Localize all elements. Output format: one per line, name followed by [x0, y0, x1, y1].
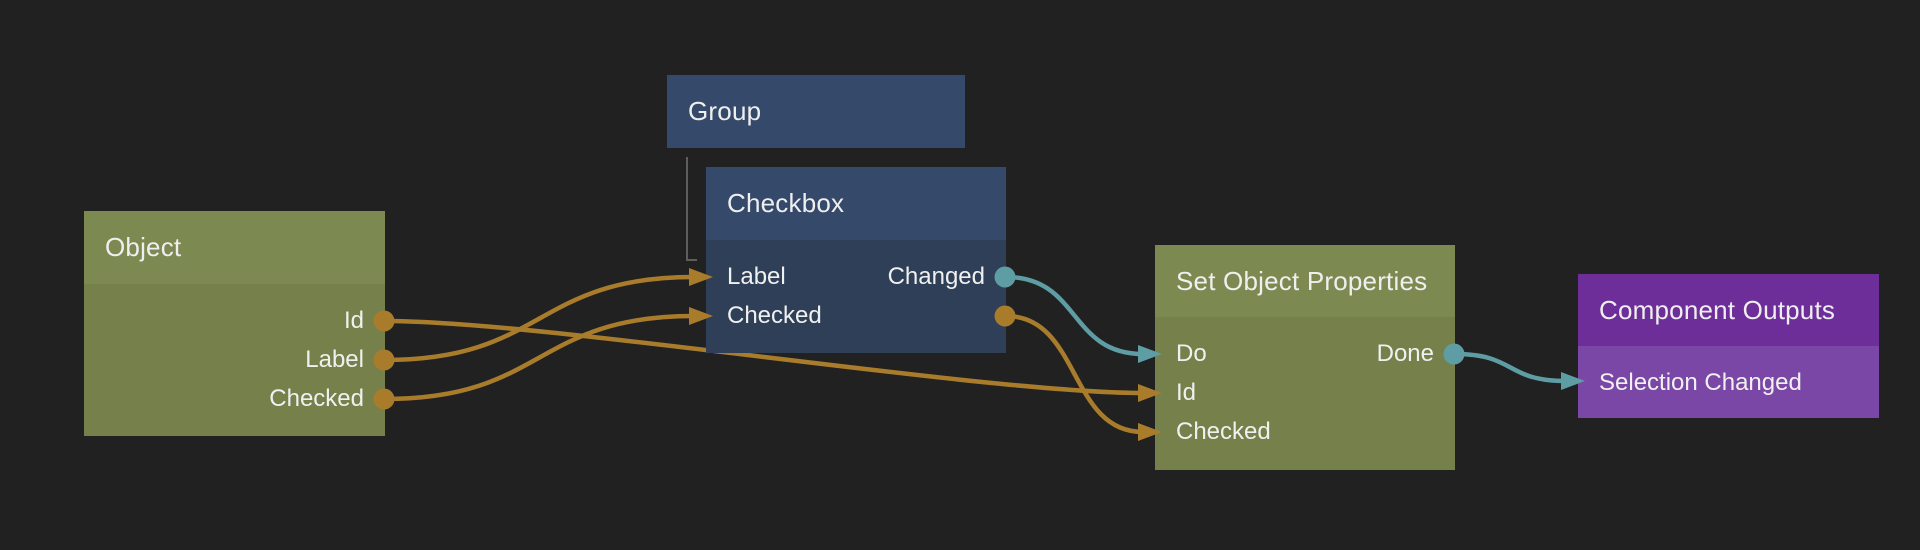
- node-title: Component Outputs: [1599, 294, 1836, 325]
- node-checkbox-header[interactable]: Checkbox: [706, 167, 1006, 240]
- node-object-header[interactable]: Object: [84, 211, 385, 284]
- input-port-label-checked[interactable]: Checked: [1176, 417, 1271, 445]
- node-title: Checkbox: [727, 188, 845, 218]
- port-row: Do Done: [1176, 334, 1434, 373]
- node-checkbox[interactable]: Checkbox Label Changed Checked: [706, 167, 1006, 353]
- port-row: Label: [105, 340, 364, 379]
- input-port-label-do[interactable]: Do: [1176, 339, 1207, 367]
- node-component-outputs[interactable]: Component Outputs Selection Changed: [1578, 274, 1879, 418]
- port-row: Checked: [727, 296, 985, 335]
- node-component-outputs-header[interactable]: Component Outputs: [1578, 274, 1879, 346]
- port-row: Selection Changed: [1599, 363, 1858, 402]
- node-object-body: Id Label Checked: [84, 284, 385, 418]
- input-port-label-selection-changed[interactable]: Selection Changed: [1599, 368, 1802, 396]
- node-title: Set Object Properties: [1176, 265, 1428, 296]
- node-component-outputs-body: Selection Changed: [1578, 346, 1879, 402]
- input-port-label-label[interactable]: Label: [727, 262, 786, 290]
- node-set-object-properties-body: Do Done Id Checked: [1155, 317, 1455, 451]
- output-port-label-done[interactable]: Done: [1376, 339, 1434, 367]
- port-row: Id: [1176, 373, 1434, 412]
- node-set-object-properties-header[interactable]: Set Object Properties: [1155, 245, 1455, 317]
- input-port-label-id[interactable]: Id: [1176, 378, 1197, 406]
- port-row: Label Changed: [727, 257, 985, 296]
- port-row: Checked: [105, 379, 364, 418]
- port-row: Checked: [1176, 412, 1434, 451]
- output-port-label-changed[interactable]: Changed: [887, 262, 985, 290]
- output-port-label-checked[interactable]: Checked: [269, 384, 364, 412]
- node-set-object-properties[interactable]: Set Object Properties Do Done Id Checked: [1155, 245, 1455, 470]
- input-port-label-checked[interactable]: Checked: [727, 301, 822, 329]
- output-port-label-id[interactable]: Id: [343, 306, 364, 334]
- node-title: Object: [105, 232, 182, 262]
- node-group-header[interactable]: Group: [667, 75, 965, 148]
- node-checkbox-body: Label Changed Checked: [706, 240, 1006, 335]
- node-title: Group: [688, 96, 762, 126]
- node-object[interactable]: Object Id Label Checked: [84, 211, 385, 436]
- port-row: Id: [105, 301, 364, 340]
- node-group[interactable]: Group: [667, 75, 965, 148]
- output-port-label-label[interactable]: Label: [305, 345, 364, 373]
